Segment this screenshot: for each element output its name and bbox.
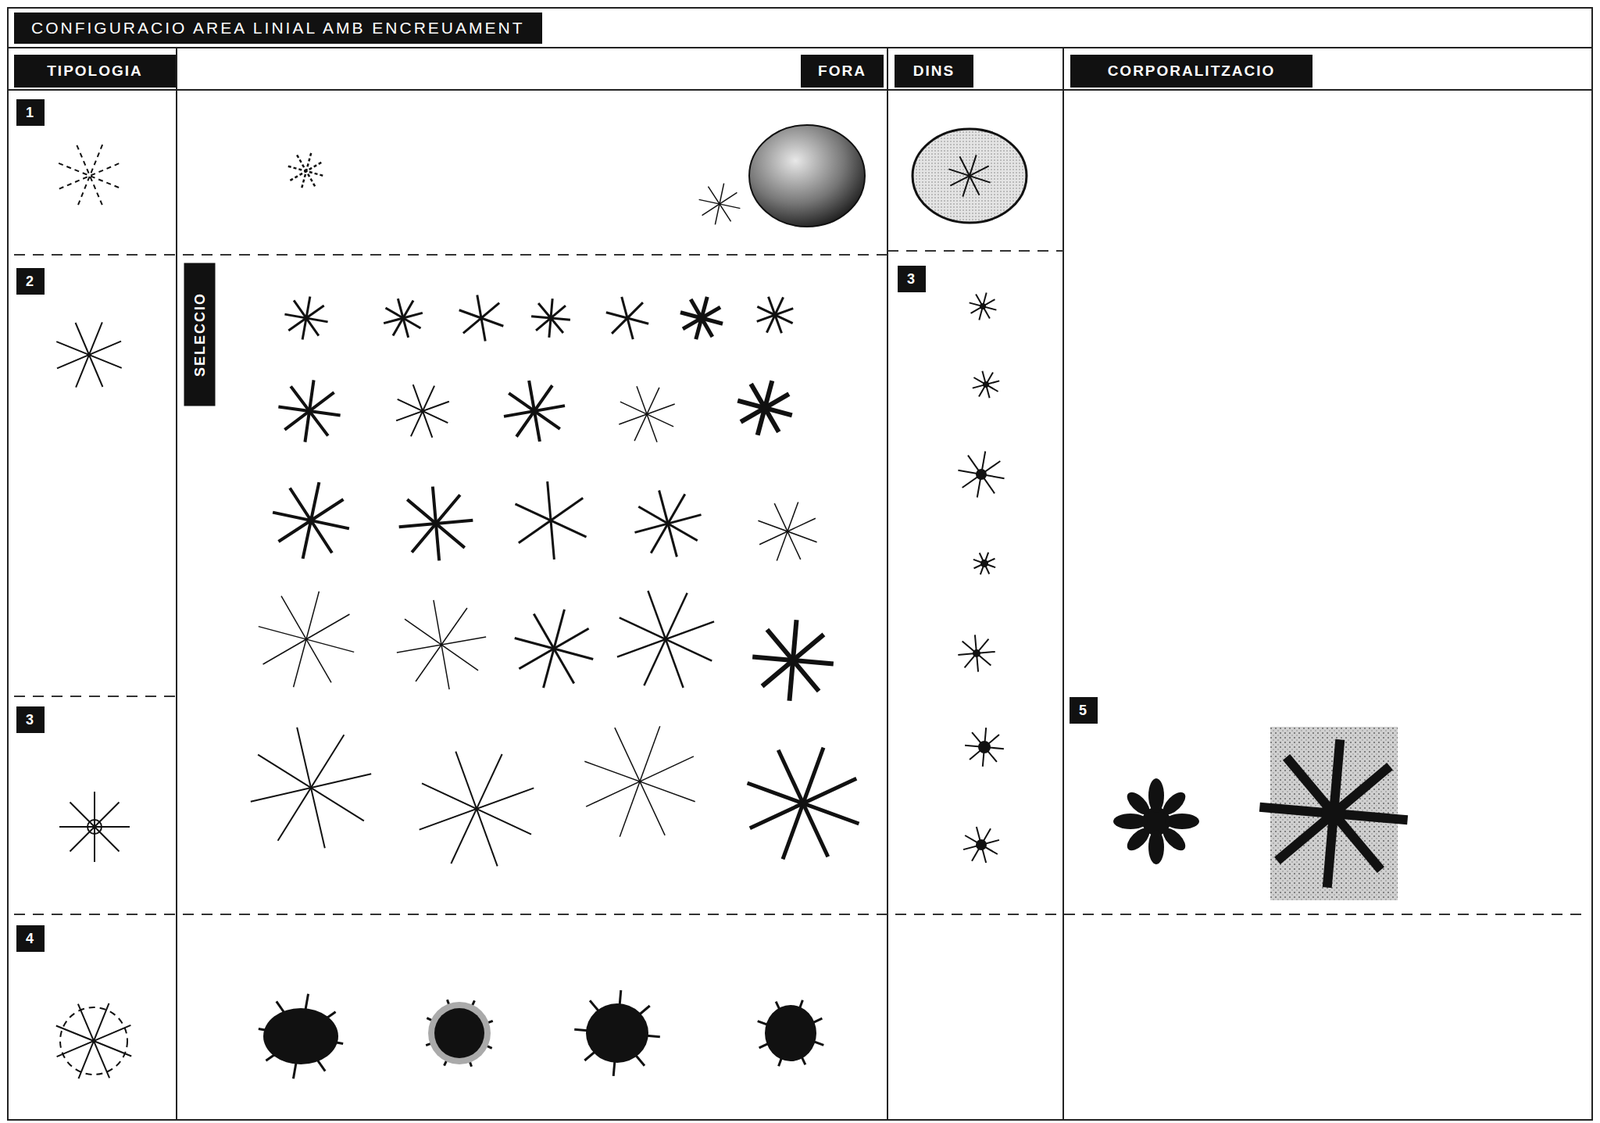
tag-text: 1 [25,104,36,121]
tag-text: CORPORALITZACIO [1107,62,1276,79]
label-tag: DINS [894,54,974,88]
label-tag: 5 [1069,696,1098,724]
label-tag: TIPOLOGIA [14,54,176,88]
label-tag: 4 [16,925,45,952]
tag-text: FORA [817,62,867,79]
tag-text: TIPOLOGIA [46,62,143,79]
tag-text: SELECCIO [191,292,208,377]
tag-text: DINS [913,62,955,79]
tag-text: 4 [25,930,36,947]
label-tag: 3 [897,265,926,293]
label-tag: FORA [800,54,884,88]
tag-text: 5 [1078,702,1089,718]
tag-text: 3 [25,711,36,728]
label-tag: 1 [16,99,45,126]
label-tag: CORPORALITZACIO [1070,54,1313,88]
title-text: CONFIGURACIO AREA LINIAL AMB ENCREUAMENT [31,18,525,37]
tag-text: 2 [25,273,36,290]
title-bar: CONFIGURACIO AREA LINIAL AMB ENCREUAMENT [14,12,543,44]
tag-text: 3 [907,271,917,287]
label-tag: 3 [16,706,45,733]
label-tag: 2 [16,267,45,295]
label-tag: SELECCIO [183,263,215,407]
